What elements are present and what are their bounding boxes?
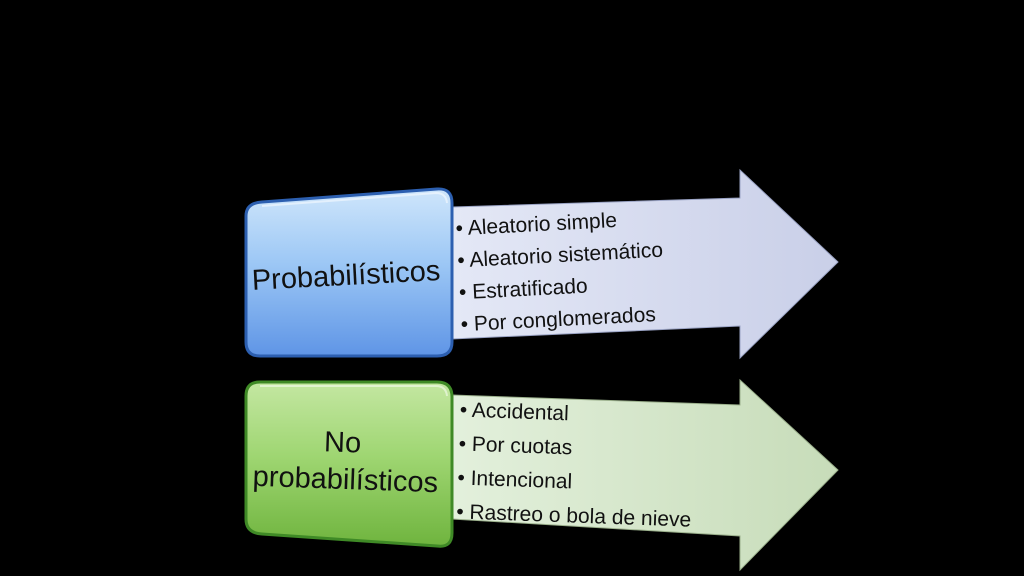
probabilisticos-arrow (451, 168, 839, 360)
no-probabilisticos-label-line: No (324, 426, 362, 459)
list-item-label: Accidental (471, 399, 569, 425)
bullet-glyph: • (458, 281, 467, 304)
probabilisticos-box (244, 187, 454, 358)
list-item: • Accidental (459, 398, 569, 425)
bullet-glyph: • (460, 313, 469, 336)
no-probabilisticos-label-line: probabilísticos (252, 461, 438, 499)
bullet-glyph: • (458, 432, 466, 455)
bullet-glyph: • (457, 466, 465, 489)
bullet-glyph: • (455, 217, 464, 240)
list-item-label: Por cuotas (471, 433, 572, 459)
no-probabilisticos-arrow (451, 378, 839, 572)
no-probabilisticos-box (244, 380, 454, 548)
list-item-label: Intencional (470, 467, 572, 494)
bullet-glyph: • (459, 398, 467, 421)
bullet-glyph: • (457, 249, 466, 272)
no-probabilisticos-label: No probabilísticos (252, 424, 440, 499)
list-item: • Por cuotas (458, 432, 572, 459)
bullet-glyph: • (456, 500, 464, 523)
list-item: • Intencional (457, 466, 573, 493)
